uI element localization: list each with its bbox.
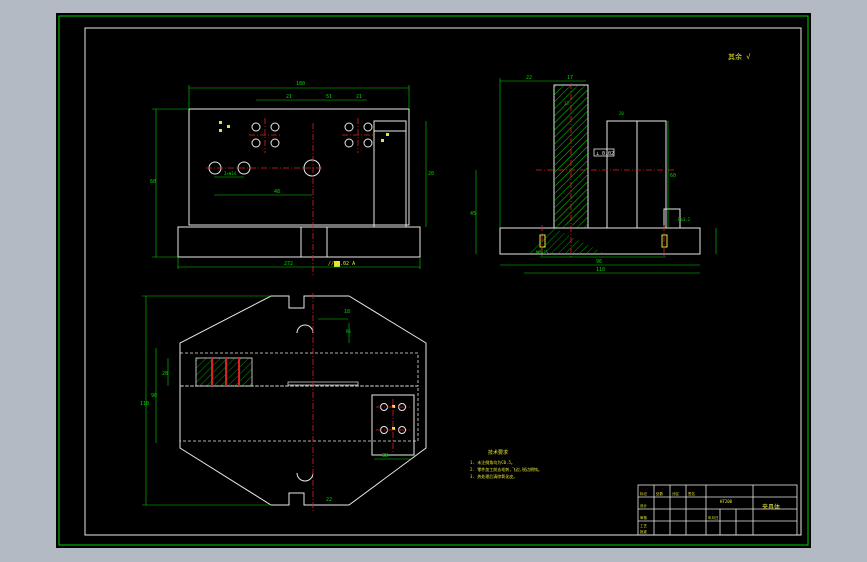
tech-req-item-3: 3. 热处理后清除氧化皮。 <box>470 473 517 479</box>
tech-req-item-2: 2. 零件加工前去毛刺,飞边,锐边倒钝。 <box>470 466 542 472</box>
technical-requirements: 技术要求 1. 未注倒角均为C0.5。 2. 零件加工前去毛刺,飞边,锐边倒钝。… <box>470 449 542 479</box>
dim-top-28: 28 <box>162 371 168 377</box>
dim-front-base: 272 <box>284 261 293 267</box>
dim-front-right: 20 <box>428 171 434 177</box>
side-callout-box: ⊥ 0.02 <box>596 151 614 157</box>
side-view: 22 17 13 20 60 45 Ra3.2 96 110 M8×25 ⊥ 0… <box>470 75 717 274</box>
title-block-row-1: 标记 <box>640 491 648 496</box>
dim-side-m8: M8×25 <box>536 250 549 255</box>
dim-front-height: 60 <box>150 179 156 185</box>
inner-frame <box>84 27 802 536</box>
dim-front-mid: 48 <box>274 189 280 195</box>
dim-side-22: 22 <box>526 75 532 81</box>
dim-side-13: 13 <box>564 101 569 106</box>
dim-side-17: 17 <box>567 75 573 81</box>
front-tolerance-box: // 0.02 A <box>328 261 355 267</box>
dim-front-pitch2: 51 <box>326 94 332 100</box>
title-block-row-5: 批准 <box>640 529 648 534</box>
dim-top-r6: R6 <box>346 329 351 334</box>
title-block-row-4: 工艺 <box>640 523 648 528</box>
tech-req-title: 技术要求 <box>488 449 508 456</box>
top-view: 18 28 110 90 R6 38 22 <box>140 293 427 513</box>
title-block-col-1: 处数 <box>656 491 664 496</box>
dim-front-pitch3: 21 <box>356 94 362 100</box>
dim-top-18: 18 <box>344 309 350 315</box>
title-block: 夹具体 HT200 标记 设计 审核 工艺 批准 处数 分区 签名 年月日 <box>637 484 798 536</box>
cad-viewport[interactable]: 其余 √ <box>56 13 811 548</box>
dim-side-96: 96 <box>596 259 602 265</box>
dim-side-60: 60 <box>670 173 676 179</box>
dim-front-holes: 2×Φ14 <box>224 171 237 176</box>
roughness-symbol: 其余 √ <box>728 52 751 61</box>
dim-top-22: 22 <box>326 497 332 503</box>
dim-top-38: 38 <box>382 453 388 459</box>
dim-side-110: 110 <box>596 267 605 273</box>
dim-side-20: 20 <box>619 111 624 116</box>
title-block-row-3: 审核 <box>640 515 648 520</box>
title-block-col-3: 签名 <box>688 491 695 496</box>
title-block-col-4: 年月日 <box>708 515 719 520</box>
title-block-row-2: 设计 <box>640 503 648 508</box>
title-block-name: 夹具体 <box>762 503 780 511</box>
tech-req-item-1: 1. 未注倒角均为C0.5。 <box>470 459 515 465</box>
title-block-material: HT200 <box>720 499 733 504</box>
dim-top-90: 90 <box>151 393 157 399</box>
dim-top-110: 110 <box>140 401 149 407</box>
front-view: 180 21 51 21 60 20 2×Φ14 48 272 // 0.02 … <box>150 81 434 275</box>
title-block-col-2: 分区 <box>672 491 680 496</box>
dim-front-width: 180 <box>296 81 305 87</box>
dim-side-45: 45 <box>470 211 476 217</box>
dim-front-pitch1: 21 <box>286 94 292 100</box>
cad-drawing: 其余 √ <box>58 15 809 546</box>
dim-side-ra: Ra3.2 <box>678 217 691 222</box>
outer-frame <box>58 15 809 546</box>
